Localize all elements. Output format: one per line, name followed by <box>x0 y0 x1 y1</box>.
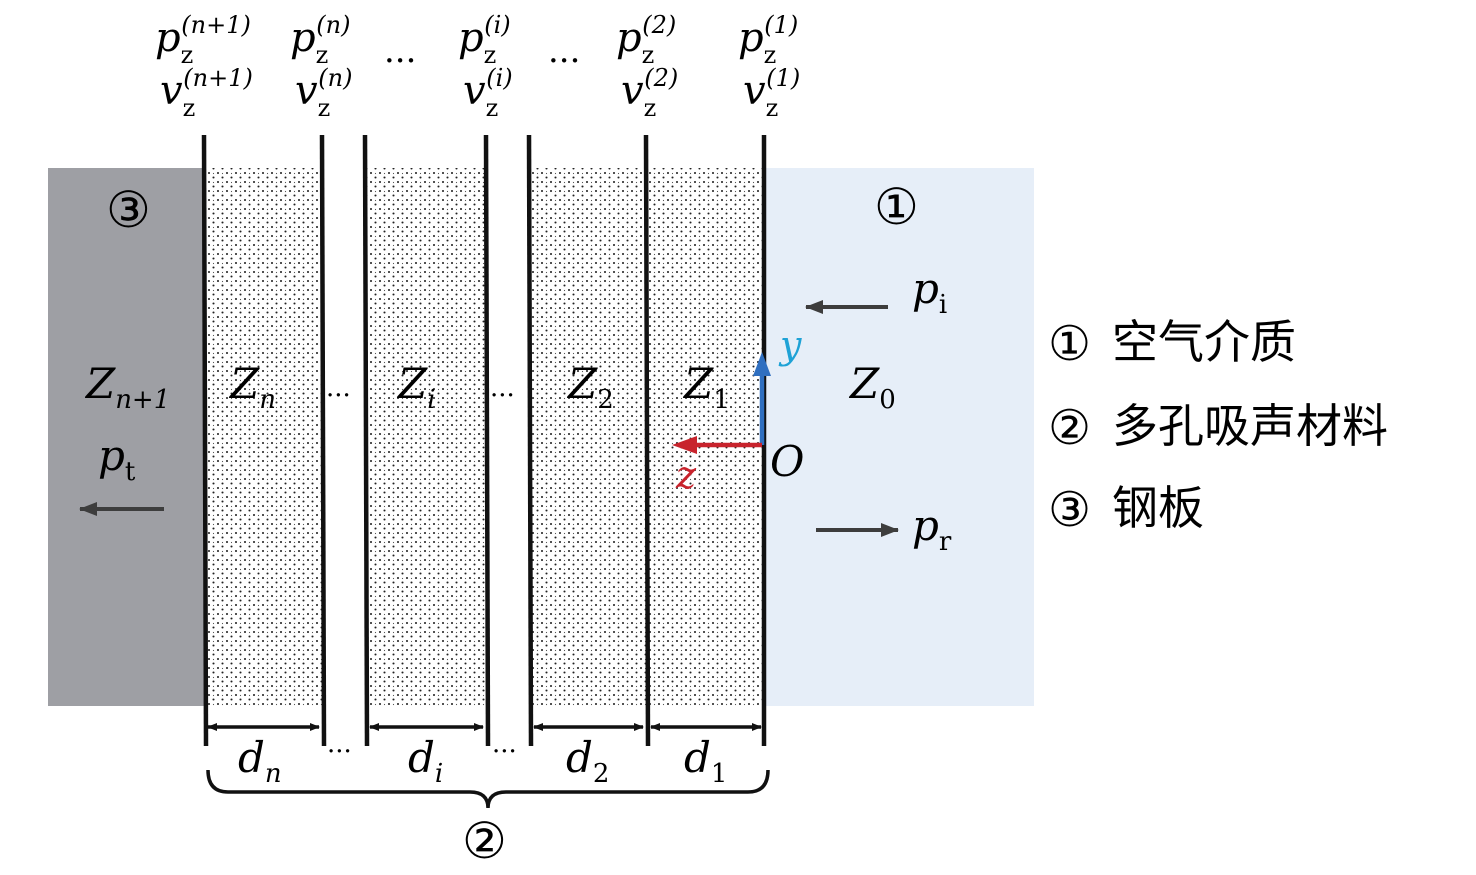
gap-ellipsis: ··· <box>326 381 351 411</box>
thickness-label-n: dn <box>238 733 282 789</box>
svg-text:vz(n+1): vz(n+1) <box>160 64 253 122</box>
top-label-n: pz(n) vz(n) <box>290 11 352 122</box>
top-label-2: pz(2) vz(2) <box>616 11 678 122</box>
thickness-label-i: di <box>408 733 443 789</box>
legend-marker: ② <box>1048 400 1091 456</box>
legend-item-porous: 多孔吸声材料 <box>1112 399 1388 453</box>
air-region <box>764 168 1034 706</box>
origin-label: O <box>770 437 804 486</box>
boundary-line <box>643 134 651 747</box>
boundary-line <box>319 134 327 747</box>
gap-ellipsis: ··· <box>490 381 515 411</box>
top-label-i: pz(i) vz(i) <box>458 11 513 122</box>
porous-region-brace <box>206 769 770 809</box>
porous-layer-i <box>366 168 486 706</box>
legend-item-air: 空气介质 <box>1112 315 1296 369</box>
gap-ellipsis: ··· <box>492 737 517 767</box>
impedance-z-0: Z0 <box>848 359 896 415</box>
svg-text:vz(1): vz(1) <box>743 64 800 122</box>
legend-marker: ③ <box>1048 482 1091 538</box>
thickness-label-2: d2 <box>566 733 609 789</box>
svg-text:vz(2): vz(2) <box>621 64 678 122</box>
z-axis-label: z <box>675 453 697 497</box>
air-region-marker: ① <box>874 178 919 236</box>
svg-text:pz(n+1): pz(n+1) <box>155 11 251 69</box>
steel-plate-region <box>48 168 204 706</box>
boundary-line <box>362 134 370 747</box>
boundary-line <box>483 134 491 747</box>
reflected-wave-label: pr <box>912 501 952 557</box>
legend: ① 空气介质 ② 多孔吸声材料 ③ 钢板 <box>1048 315 1388 538</box>
thickness-label-1: d1 <box>684 733 727 789</box>
svg-text:vz(i): vz(i) <box>463 64 513 122</box>
legend-marker: ① <box>1048 316 1091 372</box>
y-axis-label: y <box>778 323 802 367</box>
porous-layer-1 <box>646 168 764 706</box>
svg-text:pz(n): pz(n) <box>290 11 350 69</box>
top-label-1: pz(1) vz(1) <box>738 11 800 122</box>
impedance-z-i: Zi <box>396 359 436 415</box>
impedance-z-2: Z2 <box>566 359 614 415</box>
top-ellipsis: ··· <box>548 41 580 81</box>
steel-region-marker: ③ <box>106 181 151 239</box>
top-label-n1: pz(n+1) vz(n+1) <box>155 11 253 122</box>
legend-item-steel: 钢板 <box>1112 481 1204 535</box>
impedance-z-n: Zn <box>228 359 276 415</box>
svg-text:pz(1): pz(1) <box>738 11 798 69</box>
porous-layer-n <box>204 168 322 706</box>
transmitted-wave-label: pt <box>98 431 136 487</box>
layer-boundaries <box>201 134 767 747</box>
svg-text:vz(n): vz(n) <box>295 64 352 122</box>
gap-ellipsis: ··· <box>327 737 352 767</box>
incident-wave-label: pi <box>912 264 947 320</box>
impedance-z-n1: Zn+1 <box>84 359 170 415</box>
z-axis-arrowhead <box>672 436 697 454</box>
porous-region-marker: ② <box>462 812 507 870</box>
svg-text:pz(i): pz(i) <box>458 11 511 69</box>
top-ellipsis: ··· <box>384 41 416 81</box>
boundary-line <box>201 134 209 747</box>
boundary-line <box>526 134 534 747</box>
y-axis-arrowhead <box>753 352 771 376</box>
impedance-z-1: Z1 <box>682 359 730 415</box>
porous-layer-2 <box>530 168 646 706</box>
svg-text:pz(2): pz(2) <box>616 11 676 69</box>
